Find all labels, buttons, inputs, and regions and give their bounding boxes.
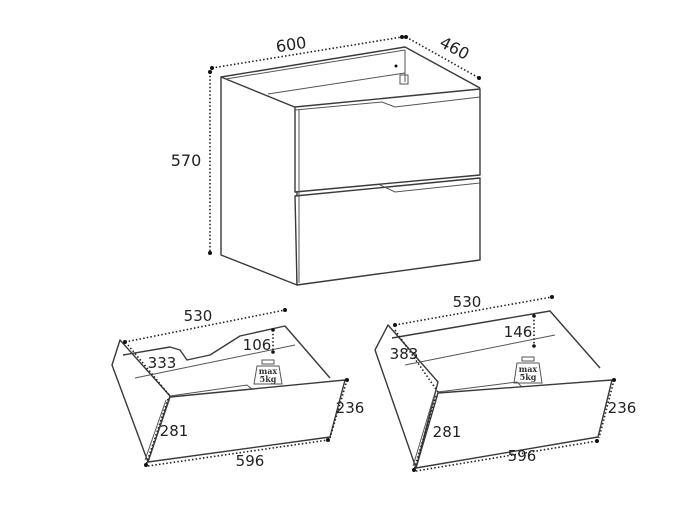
drawer-inner-depth-label: 383 <box>390 345 419 363</box>
cabinet-upper-drawer-front <box>294 88 481 193</box>
cabinet-lower-drawer-front <box>294 177 481 286</box>
drawer-inner-back <box>134 344 296 379</box>
dim-arrow <box>345 378 349 382</box>
weight-max-label: max <box>519 364 538 374</box>
cabinet <box>220 46 481 286</box>
upper-handle-groove <box>294 96 481 111</box>
weight-icon: max 5kg <box>253 359 283 385</box>
dim-arrow <box>477 76 481 80</box>
dim-arrow <box>412 468 416 472</box>
drawer-front-edge <box>144 399 167 461</box>
cabinet-top-back-edge <box>220 46 481 89</box>
front-width-dim <box>415 440 598 472</box>
drawer-inner-back <box>404 334 556 366</box>
dim-arrow <box>404 35 408 39</box>
dim-arrow <box>393 323 397 327</box>
dim-arrow <box>400 35 404 39</box>
cabinet-hole <box>394 64 398 68</box>
front-width-dim <box>147 439 329 467</box>
dim-arrow <box>326 438 330 442</box>
drawer-side-height-label: 281 <box>160 422 189 440</box>
dim-arrow <box>532 314 536 318</box>
depth-dimension-line <box>405 36 480 79</box>
drawer-front-height-label: 236 <box>608 399 637 417</box>
drawer-inner-width-label: 530 <box>184 307 213 325</box>
cabinet-height-label: 570 <box>171 151 202 170</box>
inner-width-dim <box>394 296 553 326</box>
dim-arrow <box>123 340 127 344</box>
lower-handle-groove <box>379 182 481 193</box>
drawer-back-with-cutout <box>122 325 331 379</box>
front-height-dim <box>329 379 348 439</box>
dim-arrow <box>271 328 275 332</box>
inner-width-dim <box>124 309 286 343</box>
dim-arrow <box>208 70 212 74</box>
drawer-side-height-label: 281 <box>433 423 462 441</box>
drawer-back <box>391 310 601 369</box>
weight-value-label: 5kg <box>260 374 277 384</box>
drawer-cutout-label: 146 <box>504 323 533 341</box>
dim-arrow <box>144 463 148 467</box>
cabinet-inner-edge <box>225 49 406 80</box>
weight-max-label: max <box>259 366 278 376</box>
cabinet-depth-label: 460 <box>437 33 473 64</box>
drawer-top-diagram: 530 333 106 281 596 236 max 5kg <box>111 307 365 470</box>
weight-value-label: 5kg <box>520 372 537 382</box>
dim-arrow <box>208 251 212 255</box>
inner-depth-dim <box>394 329 439 393</box>
drawer-bottom-diagram: 530 383 146 281 596 236 max 5kg <box>374 293 637 472</box>
drawer-front-width-label: 596 <box>508 447 537 465</box>
weight-icon: max 5kg <box>513 356 543 384</box>
dim-arrow <box>532 344 536 348</box>
drawer-cutout-label: 106 <box>243 336 272 354</box>
cabinet-side-panel <box>220 76 298 286</box>
cabinet-bracket <box>399 74 409 85</box>
side-height-dim <box>413 395 437 471</box>
drawer-front-panel <box>415 379 613 469</box>
dim-arrow <box>210 66 214 70</box>
dim-arrow <box>550 295 554 299</box>
dim-arrow <box>612 378 616 382</box>
drawer-front-panel <box>147 379 346 463</box>
drawer-inner-depth-label: 333 <box>148 354 177 372</box>
dim-arrow <box>271 350 275 354</box>
drawer-front-height-label: 236 <box>336 399 365 417</box>
cabinet-width-label: 600 <box>275 33 308 57</box>
dim-arrow <box>283 308 287 312</box>
front-height-dim <box>598 379 615 439</box>
drawer-front-width-label: 596 <box>236 452 265 470</box>
drawer-inner-width-label: 530 <box>453 293 482 311</box>
drawer-front-edge <box>412 395 435 467</box>
cabinet-inner-back <box>267 72 406 95</box>
side-height-dim <box>145 398 169 466</box>
width-dimension-line <box>211 36 403 69</box>
dim-arrow <box>595 439 599 443</box>
